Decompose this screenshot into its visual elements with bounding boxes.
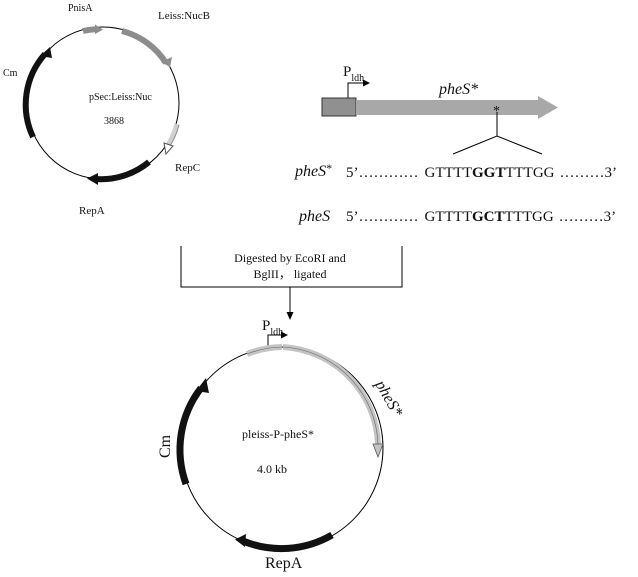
gene-map-phes-body	[356, 100, 540, 115]
top-pnisa-feature	[82, 24, 103, 34]
top-leiss-nucb-feature	[121, 28, 172, 67]
top-cm-feature	[22, 47, 52, 139]
top-plasmid: PnisA Leiss:NucB Cm RepC RepA pSec:Leiss…	[3, 3, 210, 217]
top-cm-arrowhead	[40, 47, 52, 58]
wildtype-dots-left: …………	[359, 209, 419, 225]
bottom-phes-arc-outline	[282, 346, 379, 445]
top-repa-arrowhead	[87, 173, 98, 185]
mutant-dots-right: ………	[559, 165, 604, 181]
top-label-cm: Cm	[3, 68, 18, 79]
gene-map-phes-label: pheS*	[438, 81, 478, 98]
bottom-plasmid-name: pleiss-P-pheS*	[242, 427, 314, 441]
mutant-codon: GGT	[472, 165, 505, 181]
top-repa-arc	[94, 159, 151, 183]
wildtype-sequence-text: 5’………… GTTTTGCTTTTGG ………3’	[346, 209, 616, 225]
bottom-label-phes: pheS*	[371, 377, 406, 420]
top-repc-arrowhead	[163, 142, 174, 156]
top-label-repa: RepA	[79, 205, 105, 217]
bottom-cm-arc	[176, 385, 204, 486]
bottom-plasmid: Pldh pheS* Cm RepA pleiss-P-pheS* 4.0 kb	[157, 318, 406, 572]
mutant-dots-left: …………	[359, 165, 419, 181]
top-plasmid-size: 3868	[104, 116, 124, 127]
gene-map-promoter-arrow-line	[347, 82, 363, 98]
mutant-sequence-text: 5’………… GTTTTGGTTTTGG ………3’	[346, 165, 617, 181]
wildtype-three-prime: 3’	[604, 209, 617, 225]
wildtype-sequence-label: pheS	[298, 208, 330, 225]
top-leiss-nucb-arc	[121, 28, 169, 65]
bottom-promoter-segment	[245, 344, 283, 357]
wildtype-dots-right: ………	[559, 209, 604, 225]
wildtype-sequence-row: pheS 5’………… GTTTTGCTTTTGG ………3’	[298, 208, 616, 225]
wildtype-seq-post: TTTGG	[505, 209, 554, 225]
bottom-promoter-segment-outline	[246, 346, 283, 355]
bottom-promoter-sub: ldh	[270, 327, 283, 338]
top-pnisa-arc	[82, 26, 97, 34]
cloning-step-bracket	[180, 246, 403, 288]
mutant-three-prime: 3’	[604, 165, 617, 181]
mutant-seq-post: TTTGG	[505, 165, 554, 181]
top-cm-arc	[22, 52, 48, 139]
gene-map-promoter-main: P	[343, 64, 351, 80]
mutant-five-prime: 5’	[346, 165, 359, 181]
wildtype-codon: GCT	[472, 209, 505, 225]
gene-map-promoter-box	[321, 97, 357, 117]
bottom-label-cm: Cm	[157, 434, 174, 458]
gene-map-mutation-star: *	[493, 104, 500, 119]
bottom-repa-arrowhead	[235, 534, 246, 547]
bottom-plasmid-size: 4.0 kb	[257, 462, 287, 476]
bottom-repa-arc	[241, 531, 334, 553]
wildtype-five-prime: 5’	[346, 209, 359, 225]
bottom-phes-arrowhead	[372, 443, 384, 459]
mutant-label-name: pheS	[294, 163, 326, 180]
gene-map-promoter-sub: ldh	[351, 73, 364, 84]
top-leiss-nucb-arrowhead	[161, 57, 172, 67]
bottom-promoter-main: P	[262, 318, 270, 334]
mutant-seq-pre: GTTTT	[425, 165, 472, 181]
top-repc-feature	[163, 123, 180, 156]
top-plasmid-name: pSec:Leiss:Nuc	[89, 92, 152, 103]
top-repa-feature	[87, 159, 151, 185]
gene-map-zoom-lines	[452, 135, 543, 155]
gene-map: Pldh pheS* *	[321, 64, 558, 155]
gene-map-promoter-label: Pldh	[343, 64, 364, 84]
top-label-leiss-nucb: Leiss:NucB	[158, 10, 210, 22]
gene-map-promoter-arrowhead	[363, 79, 370, 87]
gene-map-phes-name: pheS	[438, 81, 470, 98]
cloning-step: Digested by EcoRI and BglII， ligated	[180, 246, 403, 320]
top-pnisa-arrowhead	[95, 24, 103, 34]
bottom-promoter-arrow-line	[267, 334, 281, 348]
mutant-label-star: *	[326, 161, 332, 175]
cloning-step-line1: Digested by EcoRI and	[234, 251, 346, 265]
wildtype-seq-pre: GTTTT	[425, 209, 472, 225]
gene-map-phes-star: *	[470, 81, 478, 98]
bottom-promoter-arrowhead	[281, 331, 288, 339]
mutant-sequence-label: pheS*	[294, 161, 332, 180]
top-label-repc: RepC	[175, 162, 200, 174]
cloning-step-arrowhead	[286, 312, 294, 320]
top-label-pnisa: PnisA	[68, 3, 93, 14]
bottom-label-repa: RepA	[265, 555, 303, 572]
bottom-cm-arrowhead	[196, 378, 209, 393]
mutant-sequence-row: pheS* 5’………… GTTTTGGTTTTGG ………3’	[294, 161, 617, 181]
bottom-promoter-label: Pldh	[262, 318, 283, 338]
cloning-step-line2: BglII， ligated	[254, 267, 327, 281]
gene-map-phes-arrowhead	[538, 96, 558, 119]
